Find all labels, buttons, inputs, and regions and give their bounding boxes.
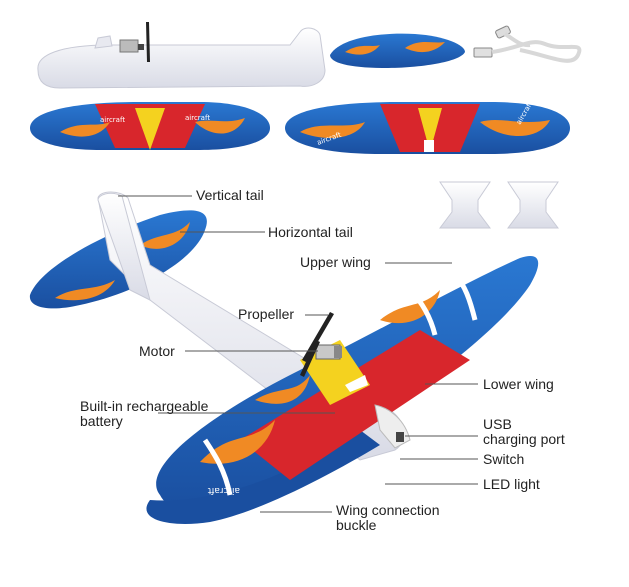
callout-lines	[118, 195, 478, 513]
wing-print: aircraft	[207, 485, 240, 495]
usb-cable	[473, 25, 582, 63]
callout-switch: Switch	[483, 451, 525, 467]
callout-propeller: Propeller	[238, 306, 295, 322]
assembled-airplane: aircraft aircraft	[29, 191, 539, 524]
callout-motor: Motor	[139, 343, 175, 359]
callout-wing-buckle: Wing connection buckle	[336, 502, 440, 533]
callout-upper-wing: Upper wing	[300, 254, 371, 270]
callout-battery: Built-in rechargeable battery	[80, 398, 209, 429]
wing-print: aircraft	[438, 252, 454, 286]
callout-lower-wing: Lower wing	[483, 376, 554, 392]
lower-wing-part: aircraft aircraft	[285, 100, 570, 154]
callout-vertical-tail: Vertical tail	[196, 187, 264, 203]
horizontal-tail-part	[330, 33, 465, 68]
upper-wing-part: aircraft aircraft	[30, 102, 270, 150]
wing-print: aircraft	[100, 116, 125, 124]
callout-led-light: LED light	[483, 476, 540, 492]
callout-horizontal-tail: Horizontal tail	[268, 224, 353, 240]
wing-print: aircraft	[185, 114, 210, 122]
wing-connection-buckles	[439, 181, 559, 229]
fuselage-part	[37, 22, 326, 89]
callout-usb-port: USB charging port	[483, 416, 565, 447]
